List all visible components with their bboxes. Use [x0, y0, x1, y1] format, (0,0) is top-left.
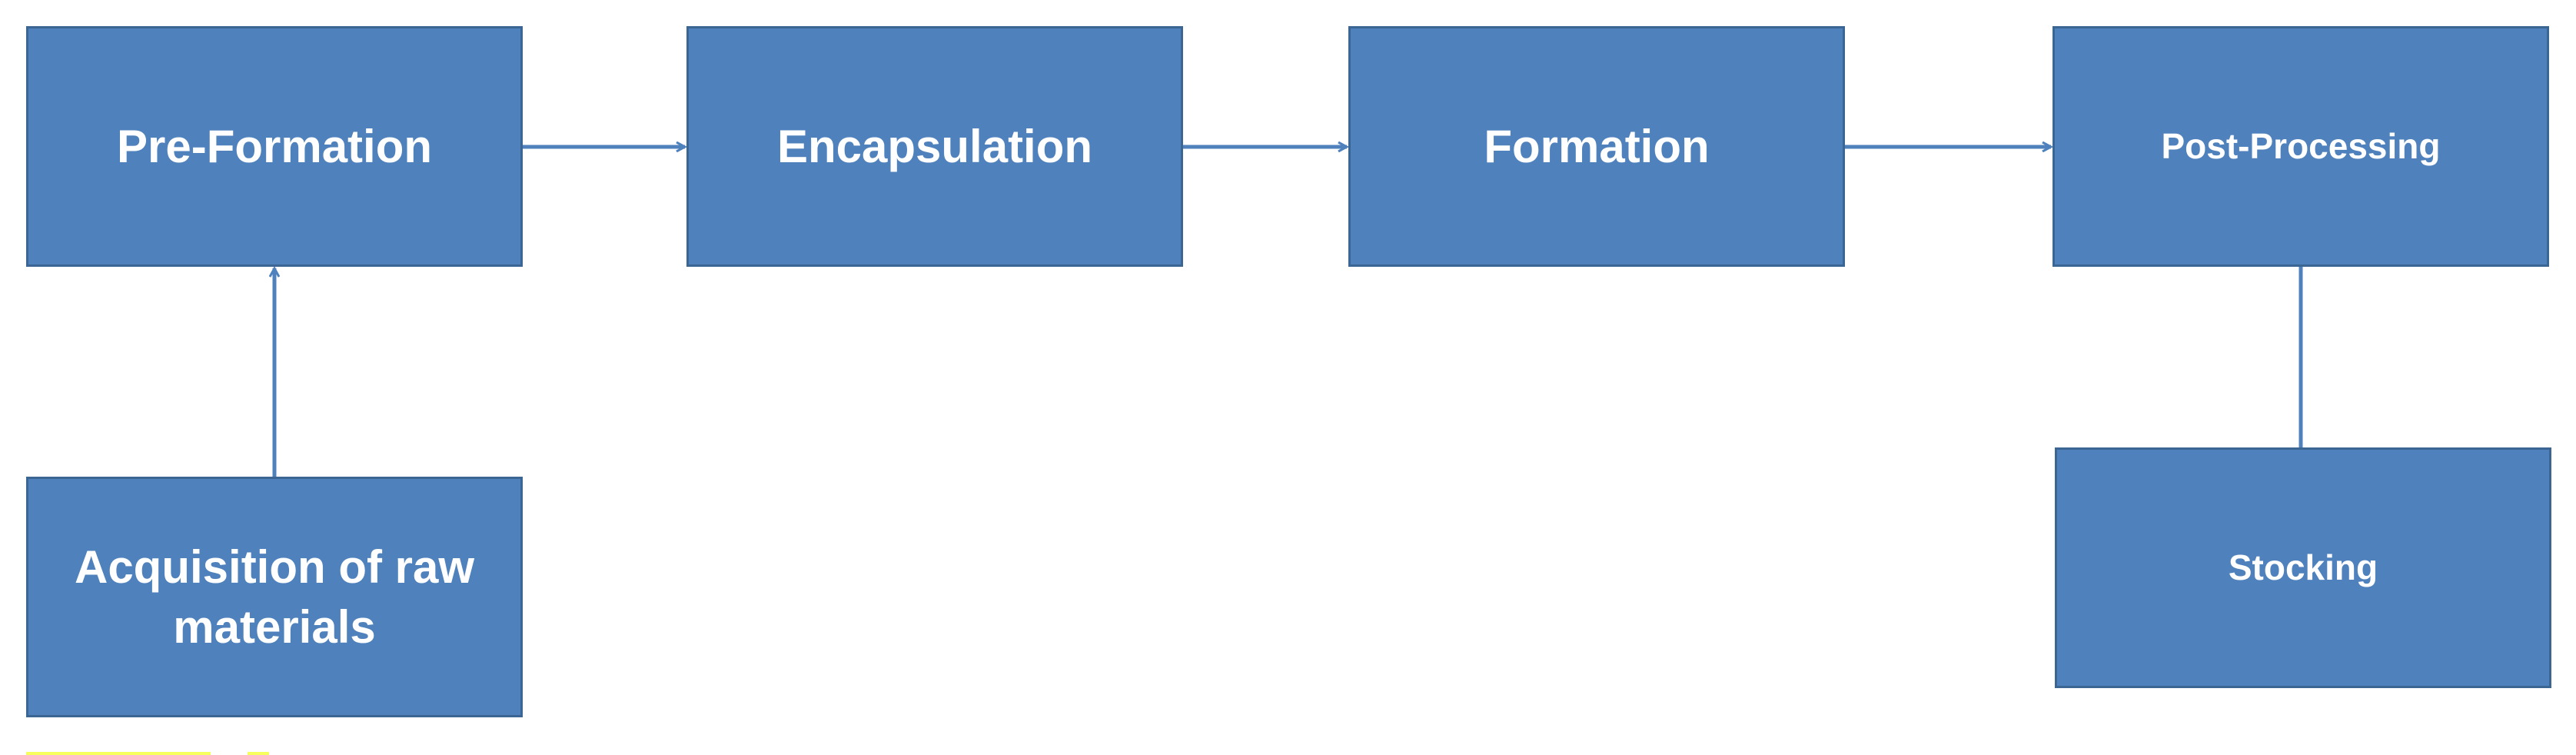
node-stocking-label: Stocking	[2228, 547, 2378, 587]
node-formation-label: Formation	[1484, 120, 1710, 172]
node-pre-formation: Pre-Formation	[26, 26, 523, 267]
node-encapsulation-label: Encapsulation	[776, 120, 1093, 172]
node-stocking: Stocking	[2055, 447, 2551, 688]
node-encapsulation: Encapsulation	[686, 26, 1183, 267]
node-post-processing: Post-Processing	[2052, 26, 2549, 267]
node-pre-formation-label: Pre-Formation	[116, 120, 433, 172]
node-formation: Formation	[1348, 26, 1845, 267]
yellow-highlight-mark-small	[248, 752, 269, 755]
node-post-processing-label: Post-Processing	[2161, 125, 2441, 166]
node-acquisition-label: Acquisition of raw materials	[74, 540, 475, 653]
node-acquisition-of-raw-materials: Acquisition of raw materials	[26, 477, 523, 717]
yellow-highlight-mark	[26, 752, 211, 755]
